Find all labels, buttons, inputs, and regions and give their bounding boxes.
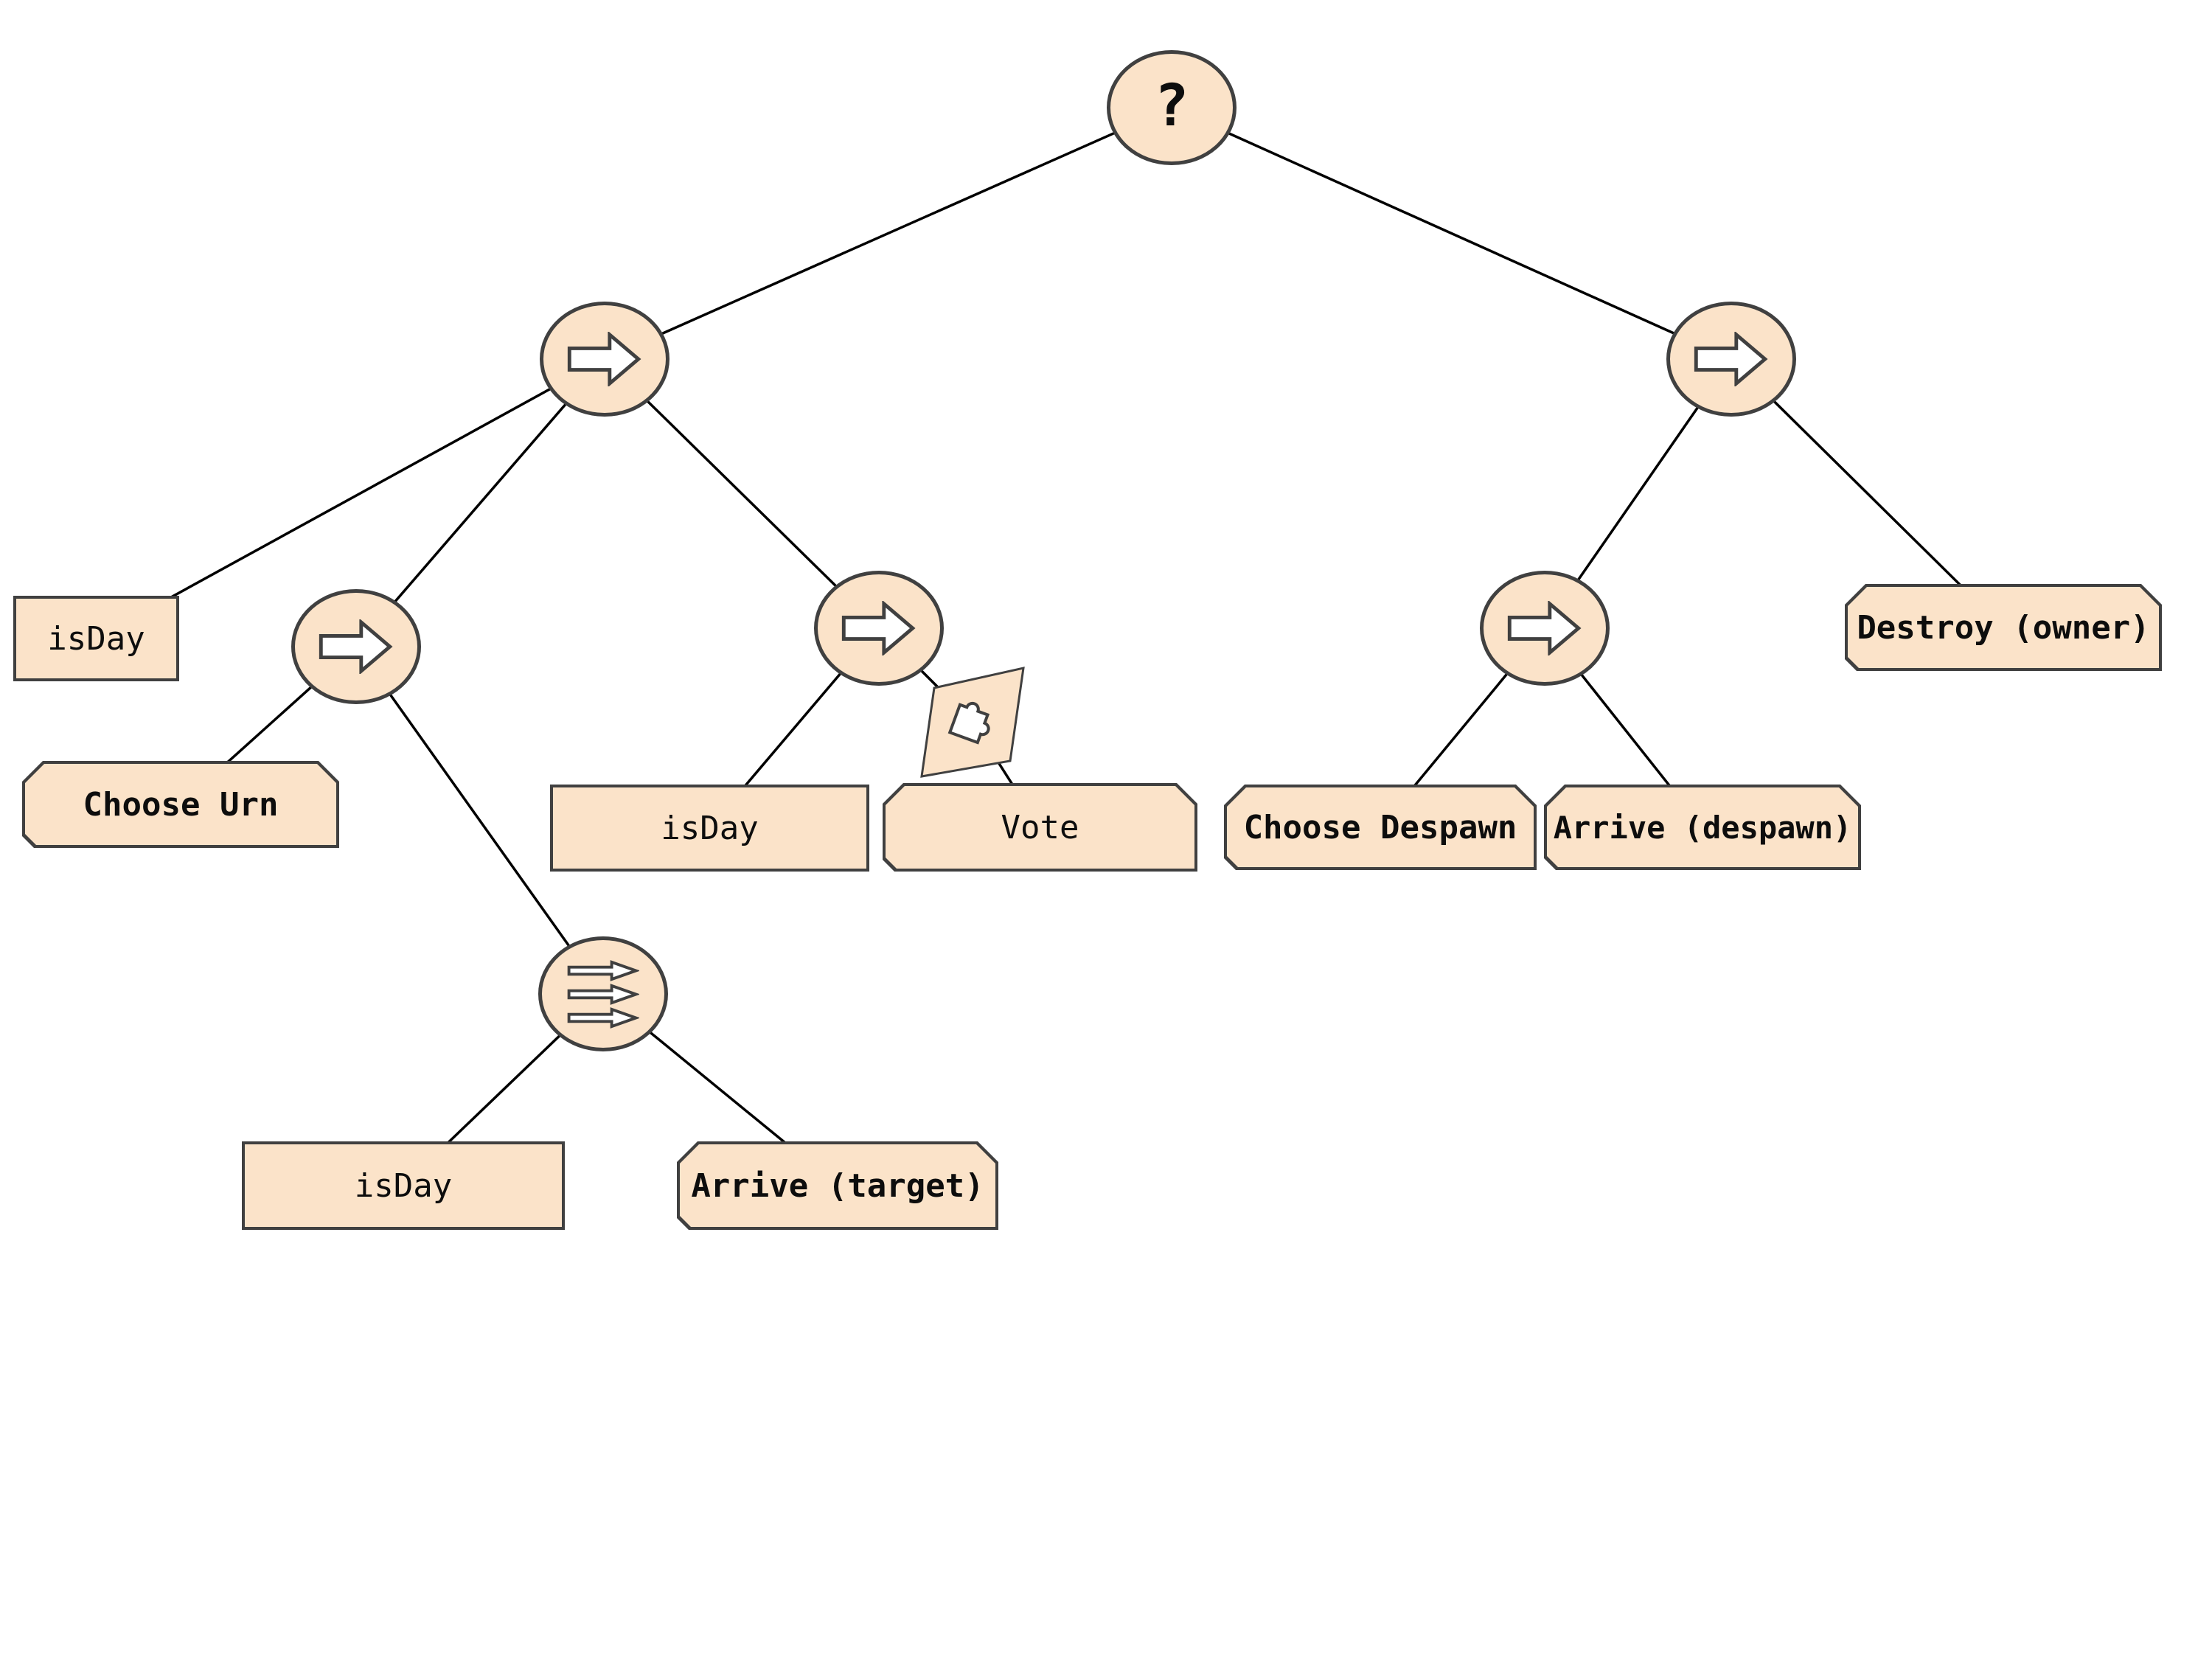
node-label: Arrive (despawn) [1553,809,1852,846]
node-label: isDay [354,1166,453,1205]
action-node-arrive-despawn[interactable]: Arrive (despawn) [1544,785,1861,870]
arrow-right-icon [1694,332,1768,386]
sequence-node-left[interactable] [540,302,669,417]
sequence-node-inner-left[interactable] [291,589,421,704]
selector-node-root[interactable]: ? [1107,50,1237,165]
triple-arrow-icon [567,959,639,1029]
node-label: Choose Urn [83,785,279,824]
parallel-node[interactable] [538,936,668,1051]
action-node-choose-despawn[interactable]: Choose Despawn [1224,785,1537,870]
node-label: Vote [1001,808,1079,846]
condition-node-isday-left[interactable]: isDay [13,596,179,681]
action-node-choose-urn[interactable]: Choose Urn [22,761,339,848]
arrow-right-icon [319,619,393,674]
node-label: Destroy (owner) [1857,608,2150,647]
node-label: isDay [47,619,145,658]
arrow-right-icon [567,332,641,386]
sequence-node-right[interactable] [1666,302,1796,417]
node-label: Arrive (target) [691,1166,984,1205]
action-node-arrive-target[interactable]: Arrive (target) [677,1141,998,1230]
sequence-node-mid[interactable] [814,571,944,686]
condition-node-isday-bottom[interactable]: isDay [242,1141,565,1230]
arrow-right-icon [1507,601,1582,655]
puzzle-icon [947,701,990,745]
node-label: isDay [661,809,759,847]
sequence-node-inner-right[interactable] [1480,571,1610,686]
node-label: Choose Despawn [1243,808,1517,846]
action-node-vote[interactable]: Vote [883,783,1197,872]
arrow-right-icon [841,601,916,655]
selector-question-mark: ? [1154,73,1189,139]
action-node-destroy-owner[interactable]: Destroy (owner) [1845,584,2162,671]
condition-node-isday-mid[interactable]: isDay [550,785,869,872]
